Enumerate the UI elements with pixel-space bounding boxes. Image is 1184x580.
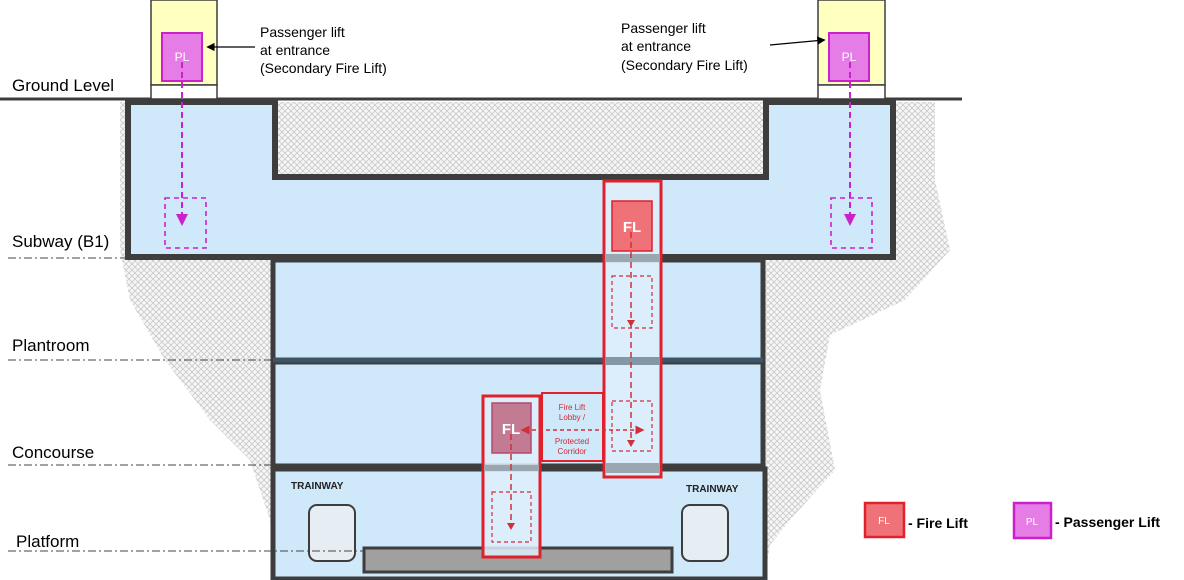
level-label-subway: Subway (B1)	[12, 232, 109, 251]
fire-lift-main-slab-b1	[605, 254, 660, 262]
callout-arrow-right	[769, 36, 826, 46]
legend-fire-lift-swatch-label: FL	[878, 516, 890, 527]
fire-lift-main-arrow-conc	[627, 440, 635, 447]
legend-passenger-lift-swatch	[1012, 501, 1053, 540]
legend-fire-lift-label: - Fire Lift	[908, 515, 968, 531]
level-label-plantroom: Plantroom	[12, 336, 89, 355]
legend: FL - Fire Lift PL - Passenger Lift	[863, 501, 1160, 540]
fire-lift-secondary-label: FL	[502, 421, 520, 438]
fire-lift-main-label: FL	[623, 219, 641, 236]
callout-left-line-1: Passenger lift	[260, 24, 345, 40]
callout-right-line-3: (Secondary Fire Lift)	[621, 57, 748, 73]
platform-slab	[362, 546, 674, 574]
lobby-line-1: Fire Lift	[559, 403, 586, 412]
plantroom-box	[270, 257, 766, 363]
legend-passenger-lift-swatch-label: PL	[1026, 517, 1039, 528]
fire-lift-secondary-stop-platform	[491, 491, 532, 543]
level-label-ground: Ground Level	[12, 76, 114, 95]
passenger-lift-left-subway-stop	[164, 197, 207, 249]
callout-left-line-3: (Secondary Fire Lift)	[260, 60, 387, 76]
legend-passenger-lift-label: - Passenger Lift	[1055, 514, 1160, 530]
level-label-platform: Platform	[16, 532, 79, 551]
lobby-line-2: Lobby /	[559, 413, 586, 422]
fire-lift-main-stop-plant	[611, 275, 653, 329]
passenger-lift-right-subway-stop	[830, 197, 873, 249]
level-label-concourse: Concourse	[12, 443, 94, 462]
subway-box	[125, 99, 896, 260]
trainway-label-right: TRAINWAY	[686, 484, 739, 495]
fire-lift-main-slab-conc	[605, 463, 660, 473]
legend-fire-lift-swatch	[863, 501, 906, 539]
fire-lift-main-car	[611, 200, 653, 252]
lobby-line-3: Protected	[555, 437, 589, 446]
train-right	[681, 504, 729, 562]
callout-right-line-2: at entrance	[621, 38, 691, 54]
passenger-lift-right-label: PL	[842, 50, 857, 64]
train-left	[308, 504, 356, 562]
lobby-line-4: Corridor	[558, 447, 587, 456]
fire-lift-secondary-arrow	[507, 523, 515, 530]
callout-right-line-1: Passenger lift	[621, 20, 706, 36]
trainway-label-left: TRAINWAY	[291, 481, 344, 492]
fire-lift-main-slab-plant	[605, 357, 660, 365]
passenger-lift-left-label: PL	[175, 50, 190, 64]
callout-left-line-2: at entrance	[260, 42, 330, 58]
fire-lift-main-arrow-plant	[627, 320, 635, 327]
